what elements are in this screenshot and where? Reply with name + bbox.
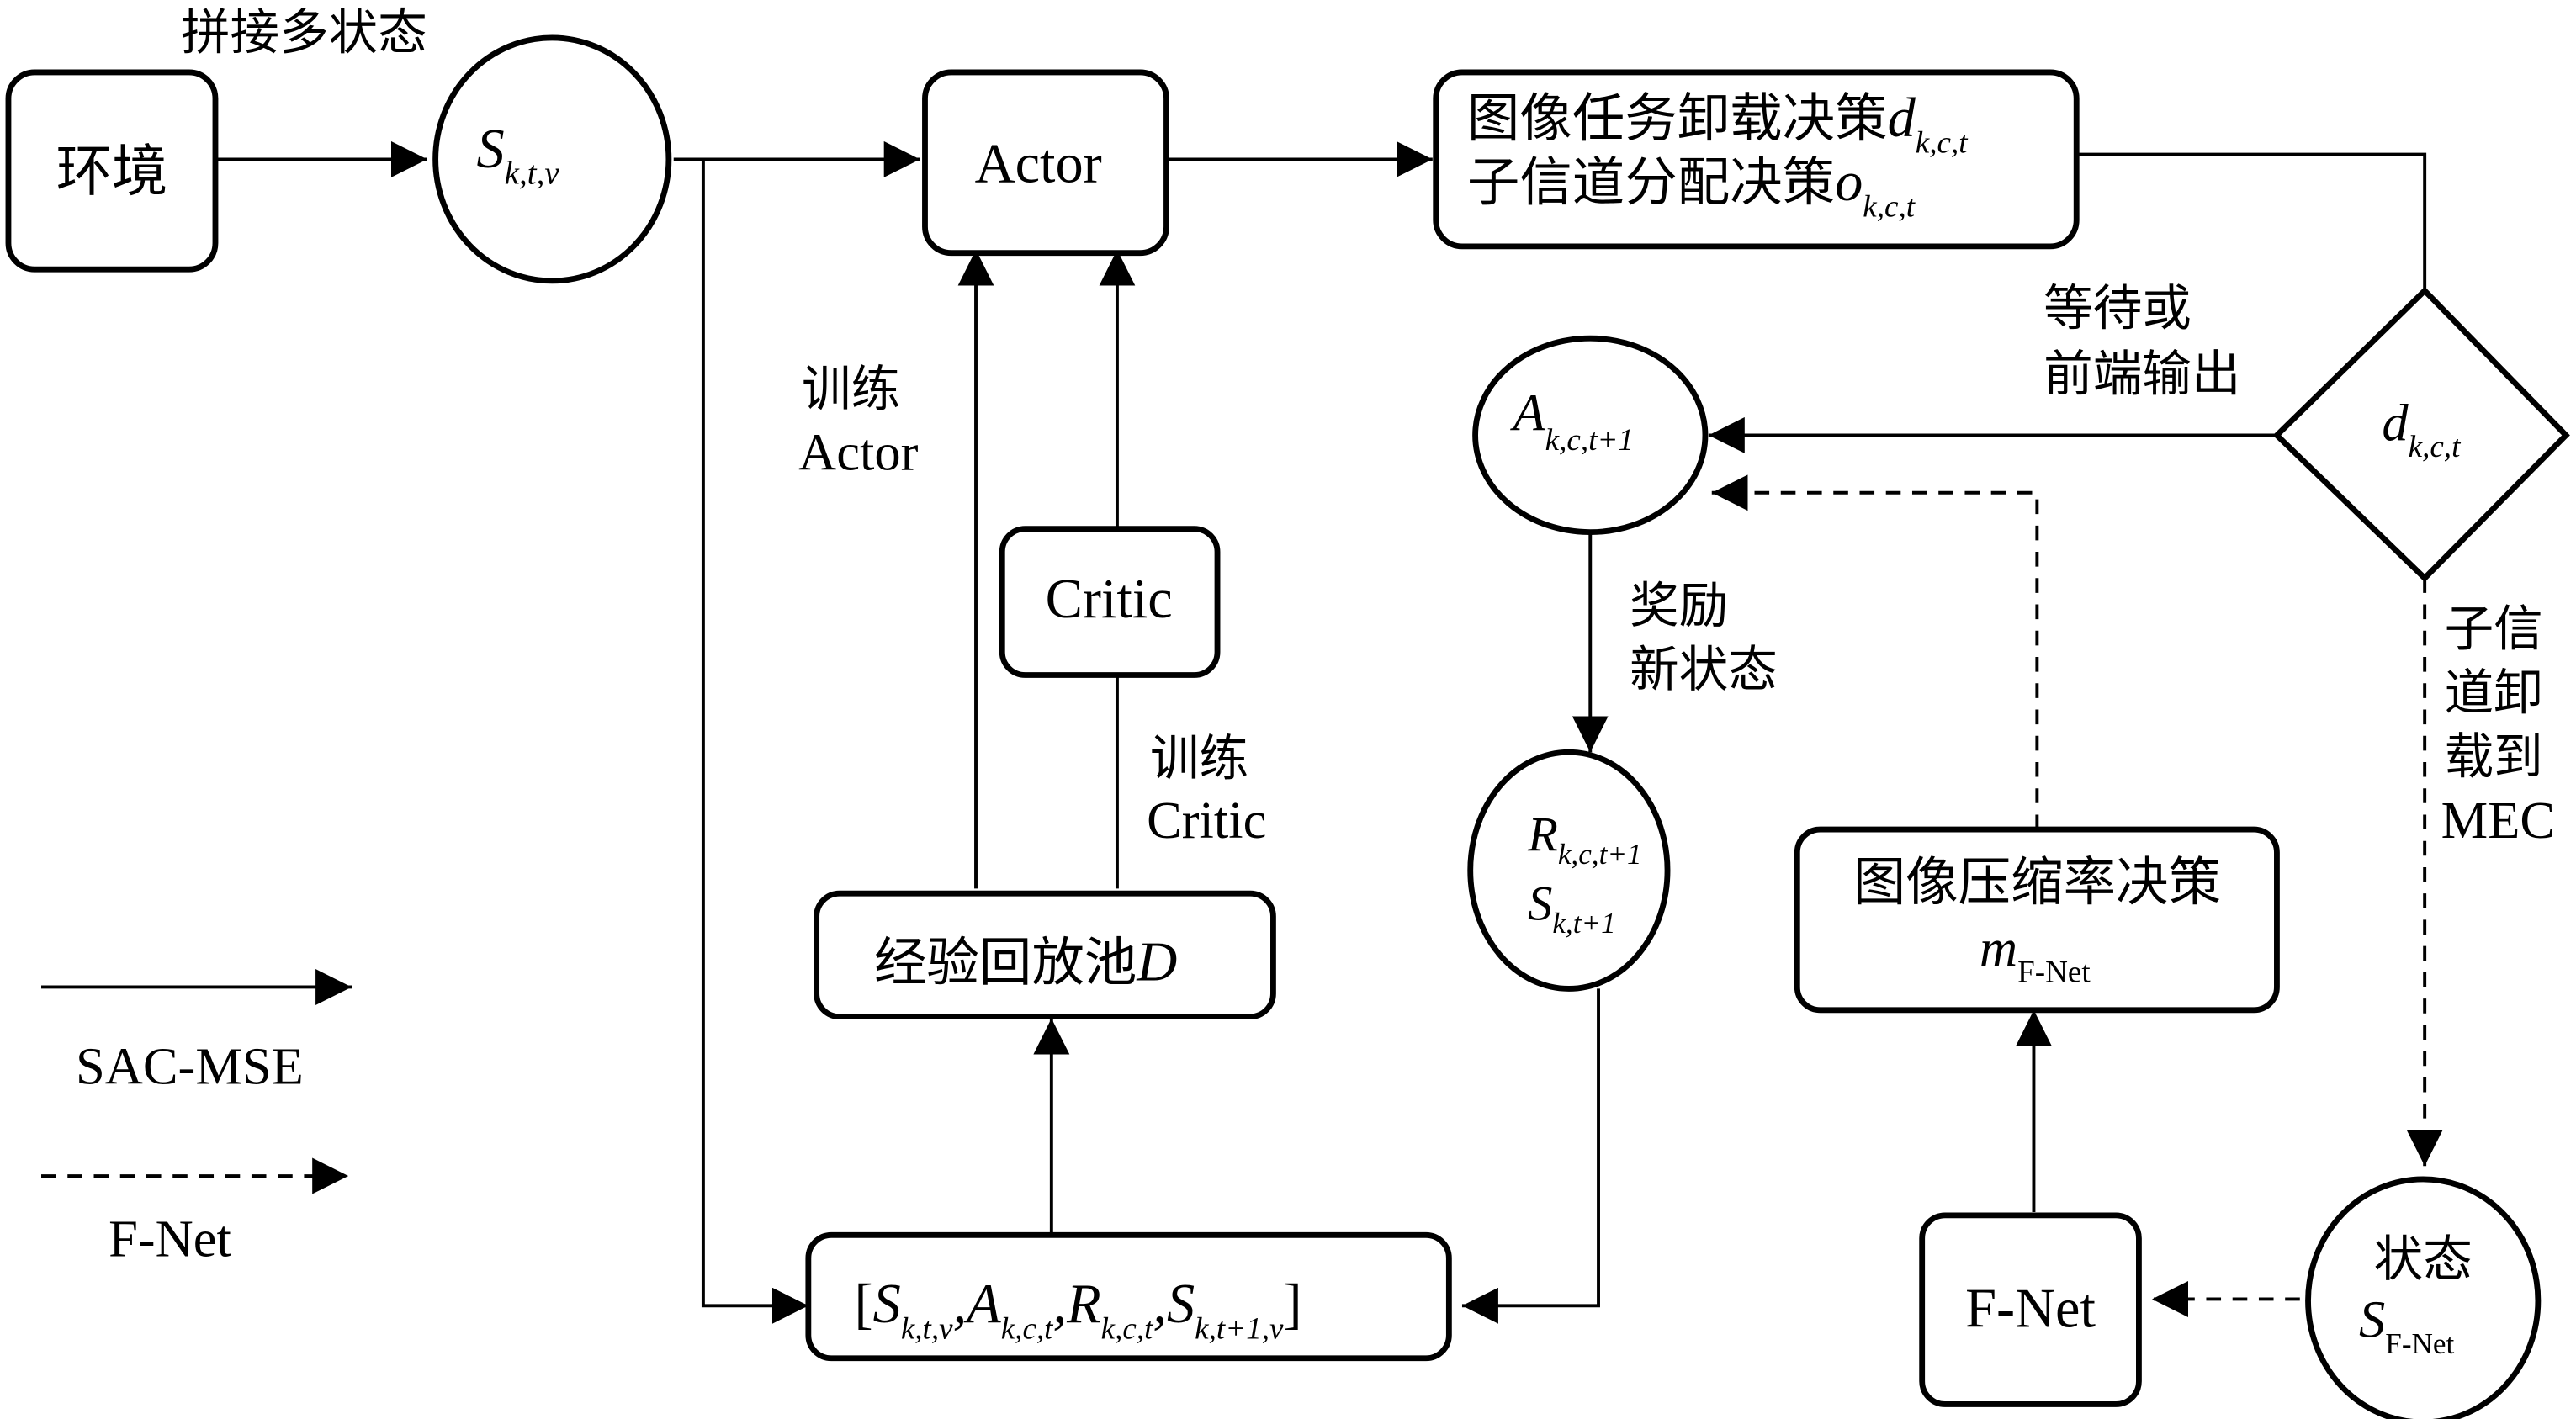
reward-state-node: Rk,c,t+1 Sk,t+1 xyxy=(1467,749,1671,992)
replay-buffer-text: 经验回放池 xyxy=(874,932,1137,993)
offload-decision-var: d xyxy=(1888,87,1916,149)
tuple-open-bracket: [ xyxy=(855,1273,873,1335)
replay-buffer-node: 经验回放池D xyxy=(814,890,1276,1020)
action-node: Ak,c,t+1 xyxy=(1472,335,1709,536)
compression-sub: F-Net xyxy=(2017,956,2091,990)
next-state-subscript: k,t+1 xyxy=(1552,907,1615,940)
label-train-critic-2: Critic xyxy=(1147,791,1266,850)
subchannel-decision-text: 子信道分配决策 xyxy=(1467,151,1835,213)
offload-decision-sub: k,c,t xyxy=(1916,126,1969,161)
label-offload-4: MEC xyxy=(2441,791,2555,850)
svg-text:经验回放池D: 经验回放池D xyxy=(874,932,1177,993)
edge-state-to-tuple xyxy=(701,159,808,1324)
legend-dashed-label: F-Net xyxy=(109,1210,231,1268)
svg-text:SF-Net: SF-Net xyxy=(2359,1289,2454,1360)
diamond-subscript: k,c,t xyxy=(2409,430,2462,464)
tuple-sep: , xyxy=(953,1273,967,1335)
environment-node: 环境 xyxy=(5,69,219,273)
reward-symbol: R xyxy=(1527,807,1558,861)
fnet-label: F-Net xyxy=(1965,1279,2096,1340)
svg-text:Sk,t,v: Sk,t,v xyxy=(476,119,559,192)
transition-tuple-node: [Sk,t,v,Ak,c,t,Rk,c,t,Sk,t+1,v] xyxy=(805,1231,1452,1362)
tuple-sep: , xyxy=(1153,1273,1167,1335)
svg-text:Sk,t+1: Sk,t+1 xyxy=(1528,876,1616,940)
replay-buffer-var: D xyxy=(1136,932,1177,993)
tuple-close-bracket: ] xyxy=(1284,1273,1302,1335)
compression-decision-node: 图像压缩率决策 mF-Net xyxy=(1794,826,2280,1014)
fnet-state-text: 状态 xyxy=(2374,1231,2473,1288)
edge-decision-to-diamond xyxy=(2078,152,2427,291)
action-symbol: A xyxy=(1509,384,1545,442)
label-offload-1: 子信 xyxy=(2445,600,2543,657)
label-reward-1: 奖励 xyxy=(1630,577,1728,634)
compression-var: m xyxy=(1980,919,2017,977)
fnet-state-symbol: S xyxy=(2359,1289,2385,1348)
label-reward-2: 新状态 xyxy=(1630,641,1778,698)
edge-labels: 训练 Actor 训练 Critic 等待或 前端输出 奖励 新状态 子信 道卸… xyxy=(798,280,2555,850)
tuple-item-3-symbol: R xyxy=(1066,1273,1101,1335)
subchannel-decision-var: o xyxy=(1835,151,1863,213)
diamond-symbol: d xyxy=(2382,393,2409,452)
legend-solid-label: SAC-MSE xyxy=(76,1037,304,1096)
label-offload-2: 道卸 xyxy=(2445,664,2543,722)
label-offload-3: 载到 xyxy=(2445,728,2543,786)
offload-diamond: dk,c,t xyxy=(2272,286,2570,583)
actor-node: Actor xyxy=(922,69,1169,257)
subchannel-decision-sub: k,c,t xyxy=(1863,190,1916,225)
fnet-node: F-Net xyxy=(1919,1212,2142,1407)
fnet-state-subscript: F-Net xyxy=(2385,1327,2454,1360)
tuple-item-1-symbol: S xyxy=(873,1273,901,1335)
solid-edges xyxy=(216,140,2427,1324)
critic-label: Critic xyxy=(1046,569,1173,630)
svg-text:dk,c,t: dk,c,t xyxy=(2382,393,2462,464)
critic-node: Critic xyxy=(999,526,1221,678)
tuple-item-4-symbol: S xyxy=(1167,1273,1195,1335)
state-subscript: k,t,v xyxy=(505,156,560,192)
edge-reward-to-tuple xyxy=(1461,988,1600,1324)
dashed-edges xyxy=(1711,474,2443,1317)
tuple-item-4-sub: k,t+1,v xyxy=(1195,1311,1284,1346)
fnet-state-node: 状态 SF-Net xyxy=(2305,1176,2542,1419)
svg-text:Rk,c,t+1: Rk,c,t+1 xyxy=(1527,807,1642,871)
svg-text:图像任务卸载决策dk,c,t: 图像任务卸载决策dk,c,t xyxy=(1467,87,1969,161)
tuple-item-2-sub: k,c,t xyxy=(1001,1311,1054,1346)
actor-label: Actor xyxy=(975,134,1102,195)
label-train-actor-2: Actor xyxy=(798,422,918,481)
svg-text:mF-Net: mF-Net xyxy=(1980,919,2091,990)
tuple-item-2-symbol: A xyxy=(963,1273,1001,1335)
tuple-item-3-sub: k,c,t xyxy=(1101,1311,1154,1346)
svg-text:[Sk,t,v,Ak,c,t,Rk,c,t,Sk,t+1,v: [Sk,t,v,Ak,c,t,Rk,c,t,Sk,t+1,v] xyxy=(855,1273,1302,1347)
state-caption: 拼接多状态 xyxy=(181,4,427,61)
label-train-actor-1: 训练 xyxy=(802,360,900,417)
next-state-symbol: S xyxy=(1528,876,1552,930)
label-wait-1: 等待或 xyxy=(2043,280,2192,337)
label-train-critic-1: 训练 xyxy=(1150,730,1248,787)
state-symbol: S xyxy=(476,119,504,180)
edge-compression-to-action xyxy=(1711,474,2039,830)
svg-text:Ak,c,t+1: Ak,c,t+1 xyxy=(1509,384,1633,458)
label-wait-2: 前端输出 xyxy=(2043,346,2240,403)
tuple-item-1-sub: k,t,v xyxy=(901,1311,953,1346)
state-node: Sk,t,v xyxy=(432,34,672,284)
tuple-sep: , xyxy=(1052,1273,1067,1335)
reward-subscript: k,c,t+1 xyxy=(1558,838,1642,871)
action-subscript: k,c,t+1 xyxy=(1545,423,1634,458)
legend: SAC-MSE F-Net xyxy=(41,969,352,1268)
offload-decision-text: 图像任务卸载决策 xyxy=(1467,87,1888,149)
decision-node: 图像任务卸载决策dk,c,t 子信道分配决策ok,c,t xyxy=(1433,69,2080,250)
compression-decision-text: 图像压缩率决策 xyxy=(1853,851,2221,913)
environment-label: 环境 xyxy=(56,138,168,204)
svg-text:子信道分配决策ok,c,t: 子信道分配决策ok,c,t xyxy=(1467,151,1916,225)
